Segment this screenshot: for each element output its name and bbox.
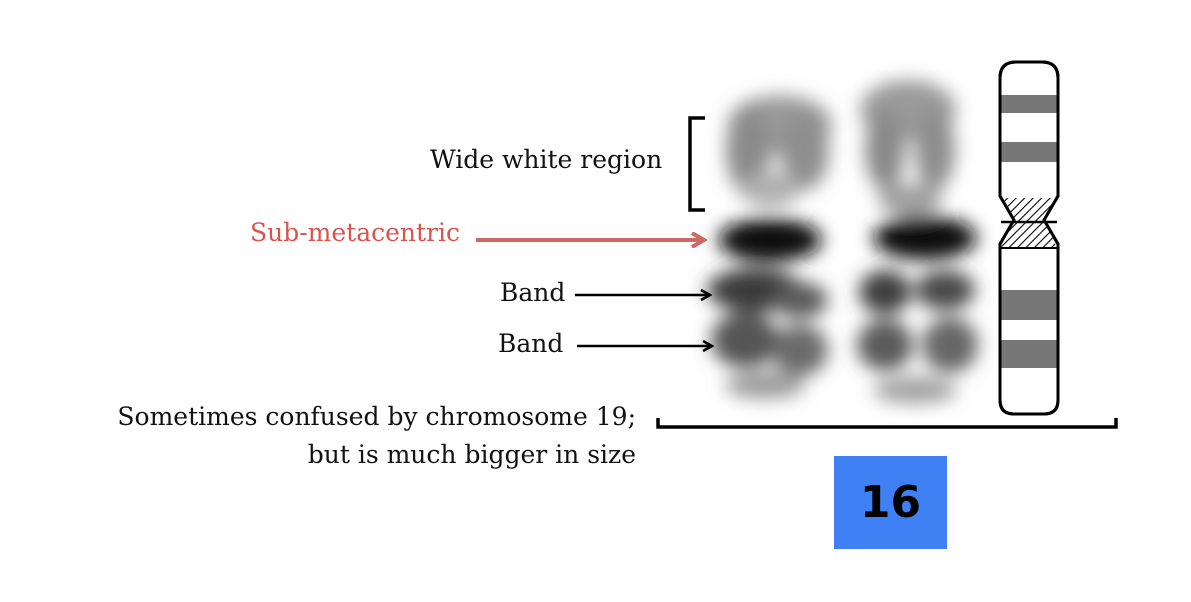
confusion-note: Sometimes confused by chromosome 19; but… bbox=[60, 398, 636, 474]
band-label-2: Band bbox=[498, 329, 564, 358]
chromosome-number-badge: 16 bbox=[859, 477, 922, 528]
sub-metacentric-label: Sub-metacentric bbox=[250, 218, 461, 247]
group-baseline bbox=[656, 418, 1118, 429]
note-line-1: Sometimes confused by chromosome 19; bbox=[117, 402, 636, 431]
chromosome-photo-left bbox=[707, 95, 832, 399]
band-label-1: Band bbox=[500, 278, 566, 307]
region-bracket bbox=[688, 116, 705, 212]
wide-white-region-label: Wide white region bbox=[430, 145, 663, 174]
number-badge-background bbox=[834, 456, 947, 549]
chromosome-ideogram bbox=[998, 60, 1060, 416]
chromosome-photo-middle bbox=[857, 80, 978, 404]
note-line-2: but is much bigger in size bbox=[307, 440, 636, 469]
